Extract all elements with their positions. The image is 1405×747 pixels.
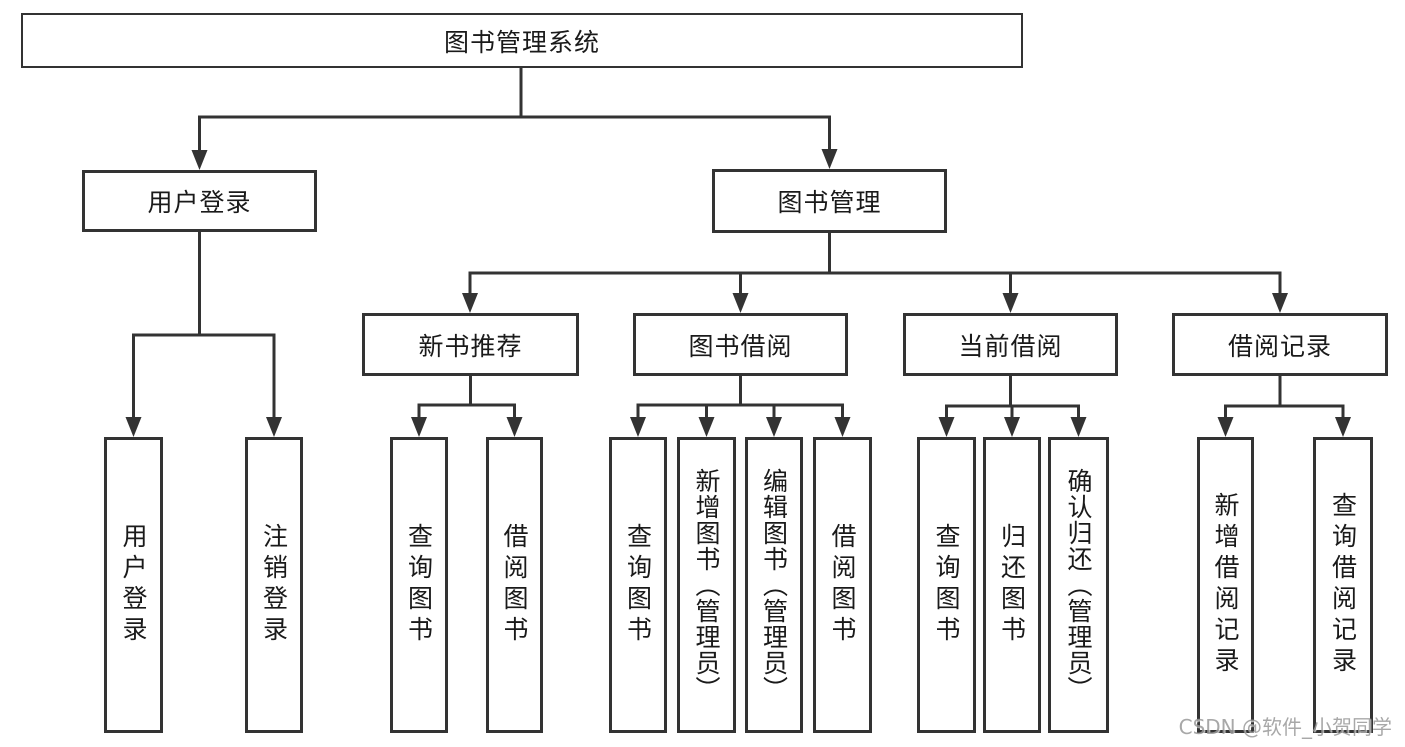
arrowhead — [462, 293, 478, 313]
leaf-query-books-3: 查询图书 — [917, 437, 976, 733]
node-borrowing-records: 借阅记录 — [1172, 313, 1388, 376]
arrowhead — [1217, 417, 1234, 437]
arrowhead — [630, 417, 646, 437]
node-root: 图书管理系统 — [21, 13, 1023, 68]
arrowhead — [1272, 293, 1288, 313]
leaf-logout: 注销登录 — [245, 437, 303, 733]
arrowhead — [125, 417, 142, 437]
node-book-management: 图书管理 — [712, 169, 947, 233]
leaf-label: 查询图书 — [404, 523, 434, 647]
arrowhead — [834, 417, 851, 437]
node-user-login: 用户登录 — [82, 170, 317, 232]
node-book-borrowing-label: 图书借阅 — [688, 331, 793, 361]
node-current-borrowing: 当前借阅 — [903, 313, 1118, 376]
arrowhead — [1002, 293, 1019, 313]
leaf-user-login: 用户登录 — [104, 437, 163, 733]
leaf-label: 确认归还（管理员） — [1064, 468, 1093, 702]
leaf-label: 用户登录 — [119, 523, 148, 647]
arrowhead — [732, 293, 749, 313]
arrowhead — [1070, 417, 1087, 437]
leaf-label: 查询图书 — [623, 523, 653, 647]
node-book-borrowing: 图书借阅 — [633, 313, 848, 376]
leaf-borrow-books-1: 借阅图书 — [486, 437, 543, 733]
leaf-label: 借阅图书 — [828, 523, 857, 647]
leaf-label: 编辑图书（管理员） — [759, 468, 789, 702]
node-new-book-recommend-label: 新书推荐 — [418, 331, 523, 361]
arrowhead — [766, 417, 782, 437]
leaf-label: 新增借阅记录 — [1211, 492, 1240, 678]
node-current-borrowing-label: 当前借阅 — [958, 331, 1063, 361]
leaf-label: 查询借阅记录 — [1328, 492, 1358, 678]
arrowhead — [411, 417, 427, 437]
node-new-book-recommend: 新书推荐 — [362, 313, 579, 376]
arrowhead — [938, 417, 955, 437]
arrowhead — [1004, 417, 1020, 437]
arrowhead — [698, 417, 715, 437]
arrowhead — [266, 417, 282, 437]
leaf-borrow-books-2: 借阅图书 — [813, 437, 872, 733]
leaf-label: 归还图书 — [997, 523, 1027, 647]
leaf-confirm-return-admin: 确认归还（管理员） — [1048, 437, 1109, 733]
watermark: CSDN @软件_小贺同学 — [1178, 715, 1392, 739]
arrowhead — [191, 150, 208, 170]
leaf-label: 注销登录 — [259, 523, 289, 647]
leaf-add-books-admin: 新增图书（管理员） — [677, 437, 736, 733]
leaf-label: 查询图书 — [932, 523, 961, 647]
arrowhead — [1335, 417, 1351, 437]
arrowhead — [506, 417, 523, 437]
arrowhead — [821, 149, 838, 169]
node-user-login-label: 用户登录 — [147, 188, 252, 217]
leaf-query-books-1: 查询图书 — [390, 437, 448, 733]
leaf-label: 新增图书（管理员） — [692, 468, 721, 702]
leaf-query-books-2: 查询图书 — [609, 437, 667, 733]
tree-edges — [132, 68, 1345, 423]
leaf-label: 借阅图书 — [500, 523, 529, 647]
leaf-edit-books-admin: 编辑图书（管理员） — [745, 437, 803, 733]
node-book-management-label: 图书管理 — [777, 188, 882, 217]
leaf-add-borrow-record: 新增借阅记录 — [1197, 437, 1254, 733]
leaf-return-books: 归还图书 — [983, 437, 1041, 733]
node-borrowing-records-label: 借阅记录 — [1227, 331, 1332, 361]
arrowhead-group — [125, 149, 1351, 437]
leaf-query-borrow-record: 查询借阅记录 — [1313, 437, 1373, 733]
node-root-label: 图书管理系统 — [443, 27, 600, 57]
